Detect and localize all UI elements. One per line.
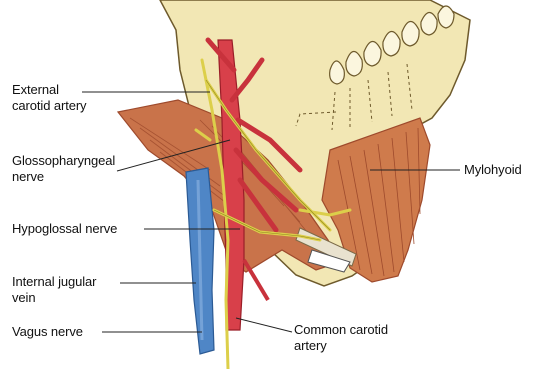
label-internal-jugular-vein: Internal jugular vein [12, 274, 96, 306]
label-glossopharyngeal-nerve: Glossopharyngeal nerve [12, 153, 115, 185]
label-common-carotid-artery: Common carotid artery [294, 322, 388, 354]
label-external-carotid-artery: External carotid artery [12, 82, 86, 114]
label-vagus-nerve: Vagus nerve [12, 324, 83, 340]
label-hypoglossal-nerve: Hypoglossal nerve [12, 221, 117, 237]
label-mylohyoid: Mylohyoid [464, 162, 522, 178]
